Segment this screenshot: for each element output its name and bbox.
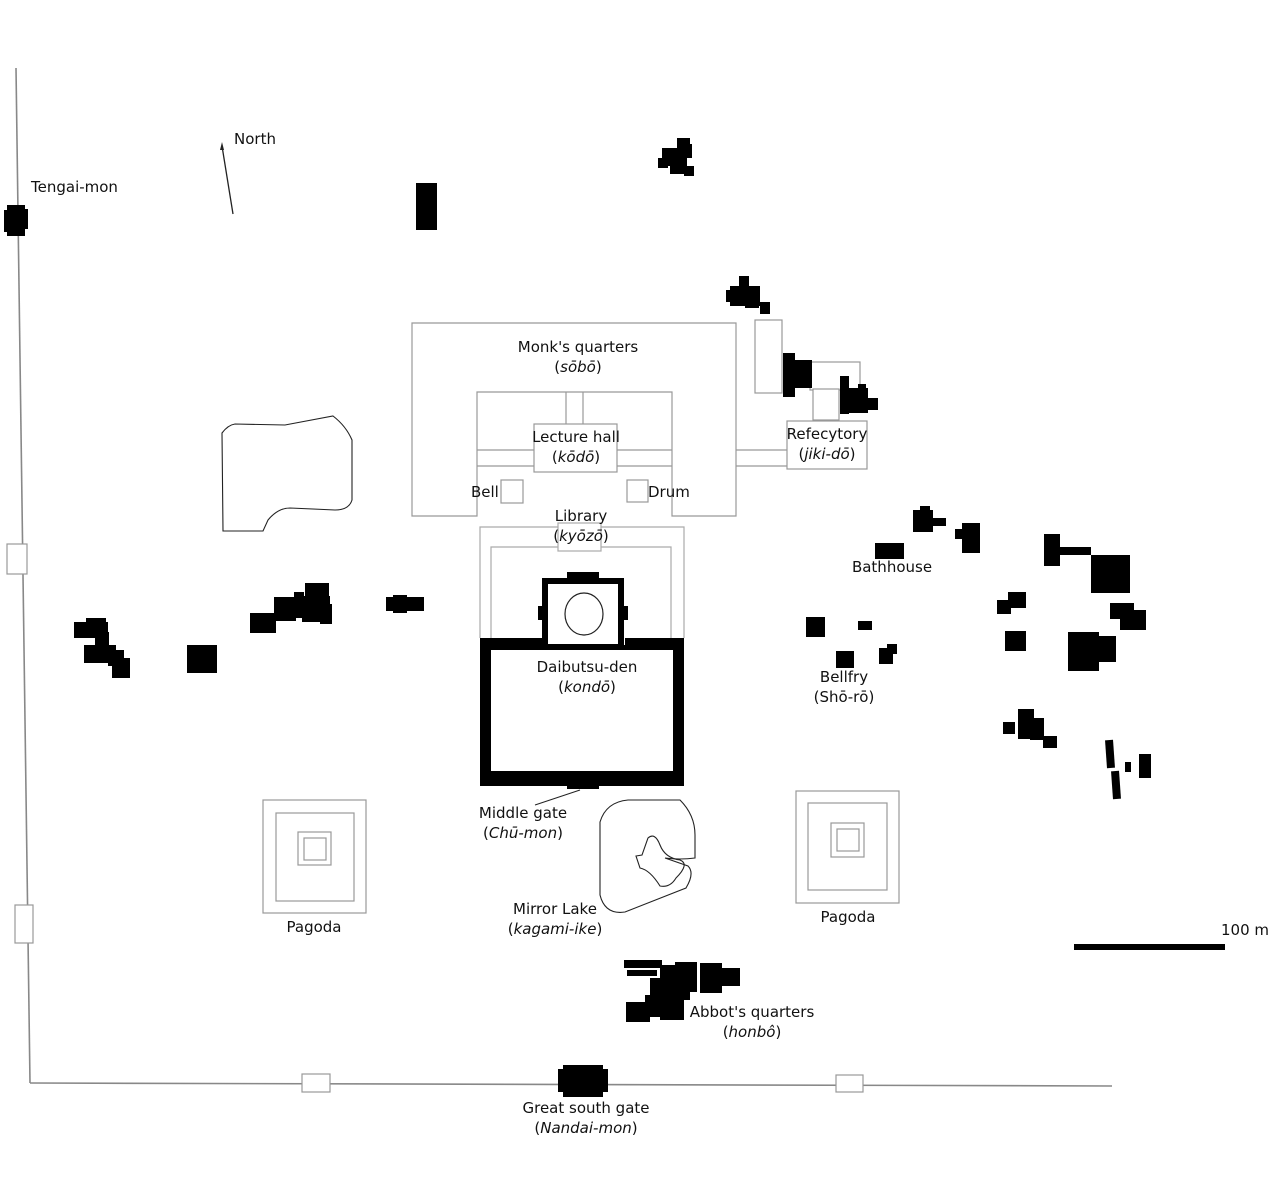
label-lecture-hall: Lecture hall (kōdō) xyxy=(532,427,620,467)
label-mirror-lake: Mirror Lake (kagami-ike) xyxy=(508,899,603,939)
pagoda-east-building xyxy=(795,790,900,904)
west-pond xyxy=(221,415,353,532)
label-bellfry-name: Bellfry xyxy=(819,668,869,686)
library-building xyxy=(557,522,602,552)
paren-close: ) xyxy=(557,824,563,842)
label-abbots-quarters: Abbot's quarters (honbô) xyxy=(690,1002,815,1042)
label-middle-gate: Middle gate (Chū-mon) xyxy=(479,803,567,843)
label-bathhouse: Bathhouse xyxy=(851,558,933,576)
label-bell: Bell xyxy=(471,483,499,501)
tengai-mon-building xyxy=(4,205,28,236)
paren-open: ( xyxy=(553,527,560,545)
great-south-gate-building xyxy=(558,1065,608,1097)
paren-open: ( xyxy=(534,1119,541,1137)
label-scale-bar: 100 m xyxy=(1221,921,1270,939)
paren-open: ( xyxy=(558,678,564,696)
label-library-jp: (kyōzō) xyxy=(553,526,609,546)
pagoda-west-building xyxy=(262,799,367,914)
label-abbots-quarters-jp: (honbô) xyxy=(690,1022,815,1042)
paren-close: ) xyxy=(868,688,875,706)
paren-open: ( xyxy=(551,448,558,466)
jp-name: sōbō xyxy=(560,358,596,376)
paren-close: ) xyxy=(849,445,856,463)
abbots-quarters-building xyxy=(624,960,740,1022)
refectory-building xyxy=(786,420,868,470)
paren-close: ) xyxy=(596,920,603,938)
jp-name: kondō xyxy=(563,678,611,696)
label-mirror-lake-jp: (kagami-ike) xyxy=(508,919,603,939)
jp-name: kōdō xyxy=(557,448,595,466)
label-mirror-lake-name: Mirror Lake xyxy=(513,900,597,918)
paren-open: ( xyxy=(507,920,514,938)
building-cluster-refectory xyxy=(783,353,878,414)
paren-close: ) xyxy=(610,678,616,696)
daibutsu-den-building xyxy=(480,572,684,789)
jp-name: jiki-dō xyxy=(804,445,850,463)
label-drum: Drum xyxy=(648,483,690,501)
building-cluster-east xyxy=(806,506,1151,800)
label-middle-gate-name: Middle gate xyxy=(478,804,568,822)
monks-quarters-outline xyxy=(411,322,787,517)
building-cluster-west xyxy=(74,583,424,678)
refectory-complex xyxy=(754,319,868,470)
label-monks-quarters-name: Monk's quarters xyxy=(517,338,639,356)
paren-open: ( xyxy=(483,824,489,842)
label-library-name: Library xyxy=(554,507,608,525)
label-daibutsu-den: Daibutsu-den (kondō) xyxy=(537,657,638,697)
bellfry-building xyxy=(836,651,854,668)
south-gate-west xyxy=(301,1073,331,1093)
label-tengai-mon: Tengai-mon xyxy=(31,178,118,196)
label-lecture-hall-name: Lecture hall xyxy=(532,428,620,446)
west-gate-north xyxy=(6,543,28,575)
bathhouse-building xyxy=(875,543,904,559)
label-great-south-gate-jp: (Nandai-mon) xyxy=(522,1118,649,1138)
paren-close: ) xyxy=(602,527,609,545)
storehouse-building xyxy=(416,183,437,230)
bell-tower xyxy=(500,479,524,504)
jp-name: kagami-ike xyxy=(513,920,597,938)
south-gate-east xyxy=(835,1074,864,1093)
paren-close: ) xyxy=(595,358,602,376)
paren-open: ( xyxy=(798,445,805,463)
paren-close: ) xyxy=(594,448,601,466)
label-north: North xyxy=(234,130,276,148)
label-refectory-jp: (jiki-dō) xyxy=(787,444,868,464)
paren-open: ( xyxy=(554,358,561,376)
label-daibutsu-den-jp: (kondō) xyxy=(537,677,638,697)
jp-name: Shō-rō xyxy=(819,688,869,706)
mirror-lake xyxy=(599,799,696,913)
drum-tower xyxy=(626,479,649,503)
label-daibutsu-den-name: Daibutsu-den xyxy=(536,658,638,676)
daibutsu-den-courtyard xyxy=(491,650,673,771)
label-pagoda-west: Pagoda xyxy=(286,918,342,936)
jp-name: Nandai-mon xyxy=(540,1119,632,1137)
label-library: Library (kyōzō) xyxy=(553,506,609,546)
paren-open: ( xyxy=(722,1023,729,1041)
label-middle-gate-jp: (Chū-mon) xyxy=(479,823,567,843)
jp-name: kyōzō xyxy=(559,527,603,545)
west-gate-south xyxy=(14,904,34,944)
label-pagoda-east: Pagoda xyxy=(820,908,876,926)
label-great-south-gate: Great south gate (Nandai-mon) xyxy=(522,1098,649,1138)
label-abbots-quarters-name: Abbot's quarters xyxy=(689,1003,815,1021)
building-cluster-northeast xyxy=(658,138,770,314)
north-arrow-icon xyxy=(220,142,234,215)
jp-name: honbô xyxy=(728,1023,776,1041)
label-refectory-name: Refecytory xyxy=(786,425,868,443)
paren-close: ) xyxy=(775,1023,782,1041)
label-lecture-hall-jp: (kōdō) xyxy=(532,447,620,467)
label-refectory: Refecytory (jiki-dō) xyxy=(787,424,868,464)
jp-name: Chū-mon xyxy=(488,824,558,842)
paren-close: ) xyxy=(631,1119,638,1137)
label-bellfry-jp: (Shō-rō) xyxy=(814,687,875,707)
label-great-south-gate-name: Great south gate xyxy=(522,1099,650,1117)
paren-open: ( xyxy=(813,688,820,706)
scale-bar xyxy=(1074,944,1225,950)
label-monks-quarters: Monk's quarters (sōbō) xyxy=(518,337,639,377)
middle-gate-leader xyxy=(534,789,581,806)
label-bellfry: Bellfry (Shō-rō) xyxy=(814,667,875,707)
lecture-hall-building xyxy=(533,423,618,473)
label-monks-quarters-jp: (sōbō) xyxy=(518,357,639,377)
